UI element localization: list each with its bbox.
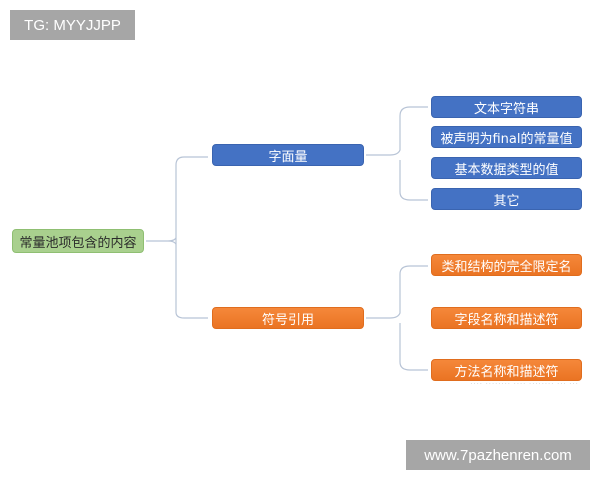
leaf-node-qualified-names[interactable]: 类和结构的完全限定名: [431, 254, 582, 276]
branch-node-symbolic-references[interactable]: 符号引用: [212, 307, 364, 329]
watermark-top-badge: TG: MYYJJPP: [10, 10, 135, 40]
leaf-node-text-string[interactable]: 文本字符串: [431, 96, 582, 118]
root-node[interactable]: 常量池项包含的内容: [12, 229, 144, 253]
leaf-node-other[interactable]: 其它: [431, 188, 582, 210]
branch-node-literals[interactable]: 字面量: [212, 144, 364, 166]
faint-source-watermark: ···· ········ ···· ········ ··· ···: [470, 379, 579, 388]
leaf-node-primitive-values[interactable]: 基本数据类型的值: [431, 157, 582, 179]
leaf-node-method-descriptors[interactable]: 方法名称和描述符: [431, 359, 582, 381]
watermark-bottom-badge: www.7pazhenren.com: [406, 440, 590, 470]
leaf-node-final-constant[interactable]: 被声明为final的常量值: [431, 126, 582, 148]
leaf-node-field-descriptors[interactable]: 字段名称和描述符: [431, 307, 582, 329]
